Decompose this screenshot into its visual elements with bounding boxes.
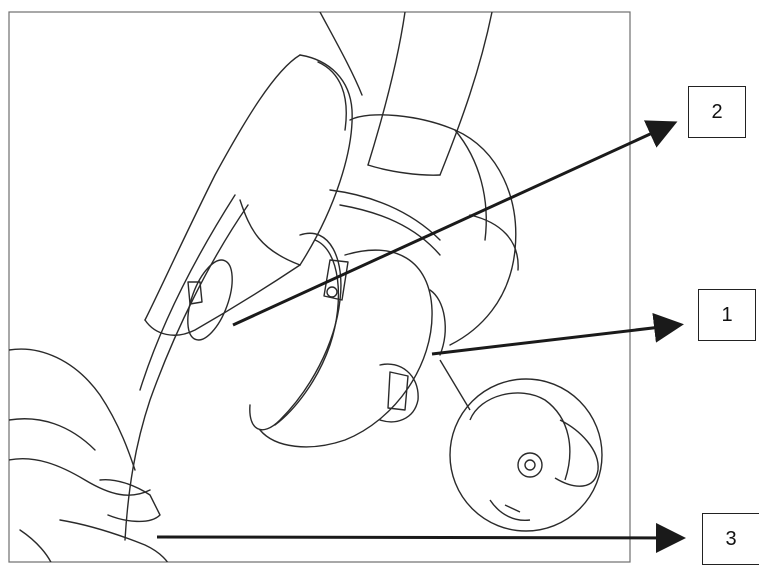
handle-left-edge xyxy=(367,12,406,166)
inset-leader xyxy=(439,359,471,411)
gear-head-seam xyxy=(329,189,441,241)
lock-pin xyxy=(326,286,338,298)
inset-detail xyxy=(439,359,603,532)
handle-right-edge xyxy=(439,12,493,176)
hand-finger-2 xyxy=(9,458,151,496)
inset-nut xyxy=(517,452,543,478)
guard-bottom xyxy=(144,264,301,336)
guard-rim xyxy=(299,54,353,266)
clip-tab xyxy=(387,371,409,411)
inset-housing xyxy=(469,392,571,481)
spindle xyxy=(187,281,203,305)
clip xyxy=(379,363,419,423)
gear-head-seam-2 xyxy=(339,204,441,256)
gear-head-outline xyxy=(349,114,517,346)
hand-finger-1 xyxy=(9,418,96,451)
arrow-to-callout-2 xyxy=(232,120,678,327)
gear-head-detail xyxy=(454,129,487,241)
hand-palm xyxy=(19,529,52,562)
disc-edge xyxy=(124,204,249,541)
clamp-ring-inner xyxy=(274,239,340,426)
clamp-ring xyxy=(249,232,342,431)
callout-box-3: 3 xyxy=(702,513,759,565)
inset-slot-2 xyxy=(504,504,521,513)
guard-side xyxy=(239,199,301,266)
hand-thumb xyxy=(99,478,161,523)
guard-rim-inner xyxy=(317,61,347,131)
lower-housing-edge xyxy=(429,289,446,356)
handle-back-edge xyxy=(319,12,363,96)
callout-label-3: 3 xyxy=(725,527,737,550)
inset-thumb xyxy=(554,419,599,487)
hand-lower-edge xyxy=(59,519,169,562)
inset-spindle xyxy=(524,459,536,471)
callout-label-1: 1 xyxy=(721,303,733,326)
callout-box-1: 1 xyxy=(698,289,756,341)
inset-slot xyxy=(489,499,531,522)
lower-housing xyxy=(259,249,433,448)
arrow-to-callout-1 xyxy=(431,312,684,356)
arrow-to-callout-3 xyxy=(156,522,686,553)
callout-label-2: 2 xyxy=(711,100,723,123)
grinder-drawing xyxy=(9,12,519,562)
gear-head-rib xyxy=(469,214,519,271)
disc-edge-inner xyxy=(139,194,236,391)
hand-upper-edge xyxy=(9,348,136,471)
flange-nut xyxy=(187,259,233,341)
callout-box-2: 2 xyxy=(688,86,746,138)
handle-bottom-edge xyxy=(367,164,441,176)
guard-outer-edge xyxy=(144,54,301,321)
inset-circle xyxy=(449,378,603,532)
